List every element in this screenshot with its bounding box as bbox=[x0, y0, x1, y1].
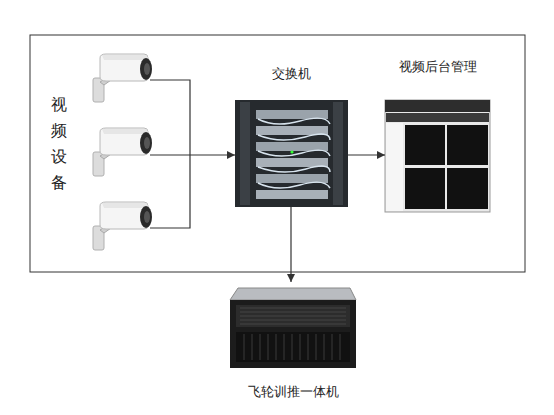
drive-bays bbox=[236, 332, 350, 362]
patch-cables bbox=[258, 118, 330, 188]
device-group: 视频设备 bbox=[45, 50, 190, 248]
fan-panel bbox=[236, 305, 350, 327]
connector-arrow bbox=[348, 154, 385, 155]
node-label: 交换机 bbox=[235, 65, 348, 83]
switch-unit bbox=[256, 190, 328, 199]
management-node: 视频后台管理 bbox=[385, 58, 490, 212]
video-pane bbox=[405, 168, 445, 209]
camera-wire bbox=[150, 154, 190, 155]
rack-frame bbox=[235, 100, 348, 207]
system-frame bbox=[30, 35, 525, 272]
server-top bbox=[230, 288, 356, 300]
server-front bbox=[230, 300, 356, 368]
rack-rail bbox=[240, 102, 250, 205]
switch-node: 交换机 bbox=[235, 65, 348, 207]
video-management-screenshot bbox=[385, 100, 490, 212]
video-pane bbox=[447, 125, 488, 165]
screen-sidebar bbox=[386, 123, 403, 211]
connector-arrow bbox=[190, 154, 235, 155]
video-pane bbox=[447, 168, 488, 209]
node-label: 视频后台管理 bbox=[375, 58, 500, 76]
server-node: 飞轮训推一体机 bbox=[228, 282, 358, 402]
camera-wire bbox=[150, 80, 190, 228]
drive-slots bbox=[244, 334, 340, 360]
camera bbox=[93, 202, 152, 250]
screen-toolbar bbox=[386, 113, 489, 122]
connector-arrow bbox=[290, 207, 291, 282]
node-label: 视频设备 bbox=[49, 92, 69, 196]
video-pane bbox=[405, 125, 445, 165]
rack-rail bbox=[333, 102, 343, 205]
screen-header bbox=[385, 100, 490, 112]
node-label: 飞轮训推一体机 bbox=[218, 383, 368, 401]
switch-rack-image bbox=[235, 100, 348, 207]
camera bbox=[93, 54, 152, 102]
camera bbox=[93, 128, 152, 176]
vent-grille bbox=[240, 308, 346, 324]
switch-unit bbox=[256, 158, 328, 167]
screen-frame bbox=[385, 100, 490, 212]
server-image bbox=[230, 288, 356, 368]
status-led bbox=[290, 150, 293, 153]
